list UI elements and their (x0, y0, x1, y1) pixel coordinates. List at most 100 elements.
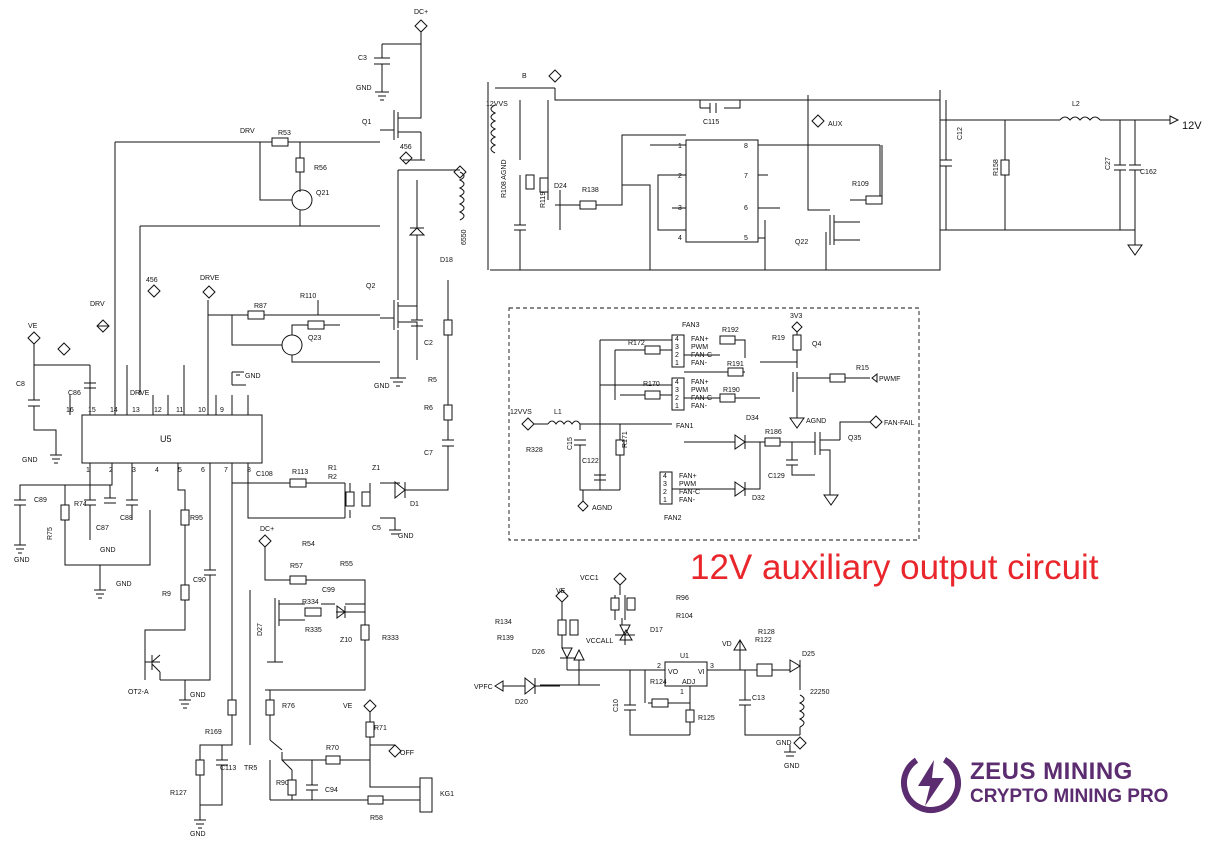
label-vccall: VCCALL (586, 638, 613, 645)
label-c113: C113 (220, 765, 236, 772)
label-fan-fail: FAN-FAIL (884, 420, 914, 427)
label-u1: U1 (680, 653, 689, 660)
label-gnd-11: GND (784, 763, 800, 770)
label-c12: C12 (957, 127, 964, 140)
resistor-r138 (579, 200, 597, 210)
resistor-r19 (792, 334, 802, 351)
ic-controller (685, 139, 759, 243)
label-c3: C3 (358, 55, 367, 62)
label-r90: R90 (276, 780, 289, 787)
label-c129: C129 (768, 473, 785, 480)
label-fan3: FAN3 (682, 322, 700, 329)
label-d26: D26 (532, 649, 545, 656)
label-gnd-4: GND (398, 533, 414, 540)
label-r191: R191 (727, 361, 744, 368)
label-pin1: 1 (680, 689, 684, 696)
label-vd: VD (722, 641, 732, 648)
u5-pin-label: 6 (201, 467, 205, 474)
fan-pin-number: 1 (675, 360, 679, 367)
resistor-r127 (195, 759, 205, 776)
label-gnd-u5: GND (245, 373, 261, 380)
label-r138: R138 (582, 187, 599, 194)
label-c162: C162 (1140, 169, 1157, 176)
label-r190: R190 (723, 387, 740, 394)
fan-pin-name: FAN- (691, 360, 708, 367)
label-gnd-1: GND (356, 85, 372, 92)
label-r53: R53 (278, 130, 291, 137)
label-r95: R95 (190, 515, 203, 522)
resistor-r119 (539, 177, 549, 193)
label-z10: Z10 (340, 637, 352, 644)
node-drve (202, 285, 216, 299)
label-gnd-10: GND (776, 740, 792, 747)
connector-kg1 (419, 777, 433, 813)
resistor-r333 (360, 624, 370, 641)
resistor-r119a (525, 174, 535, 190)
fan-pin-number: 1 (675, 403, 679, 410)
resistor-r70 (325, 755, 341, 765)
label-drv-1: DRV (240, 128, 255, 135)
u5-pin-label: 8 (247, 467, 251, 474)
section-title: 12V auxiliary output circuit (690, 548, 1099, 587)
resistor-r53 (271, 137, 289, 147)
dc-plus-2 (258, 534, 366, 691)
resistor-r171 (615, 439, 625, 456)
resistor-r2 (361, 491, 371, 507)
vpfc-port (494, 676, 560, 696)
label-r54: R54 (302, 541, 315, 548)
label-l1: L1 (554, 409, 562, 416)
ve-off (363, 699, 402, 758)
label-r56: R56 (314, 165, 327, 172)
fan-pin-number: 1 (663, 497, 667, 504)
resistor-r192 (719, 335, 736, 345)
resistor-r96 (610, 597, 620, 611)
label-q22: Q22 (795, 239, 808, 246)
label-z1: Z1 (372, 465, 380, 472)
label-c86: C86 (68, 390, 81, 397)
connector-fan1 (671, 377, 685, 411)
label-d17: D17 (650, 627, 663, 634)
fan-pin-number: 2 (675, 352, 679, 359)
label-r127: R127 (170, 790, 187, 797)
label-c87: C87 (96, 525, 109, 532)
label-adj: ADJ (682, 679, 695, 686)
fan-pin-number: 3 (675, 387, 679, 394)
resistor-r9 (180, 584, 190, 601)
label-r333: R333 (382, 635, 399, 642)
resistor-r90 (287, 779, 297, 796)
label-b: B (522, 73, 527, 80)
label-q4: Q4 (812, 341, 821, 348)
label-r170: R170 (643, 381, 660, 388)
zener-z10 (336, 605, 346, 619)
resistor-r139 (569, 619, 579, 636)
label-drv-2: DRV (90, 301, 105, 308)
label-r109: R109 (852, 181, 869, 188)
label-c13: C13 (752, 695, 765, 702)
label-r328: R328 (526, 447, 543, 454)
ic-u5 (81, 414, 263, 464)
label-ve-3: VE (556, 588, 566, 595)
label-d25: D25 (802, 651, 815, 658)
label-gnd-6: GND (116, 581, 132, 588)
label-c2: C2 (424, 340, 433, 347)
label-c88: C88 (120, 515, 133, 522)
lightning-bolt-icon (901, 753, 961, 813)
label-r55: R55 (340, 561, 353, 568)
label-r192: R192 (722, 327, 739, 334)
label-q35: Q35 (848, 435, 861, 442)
label-tr5: TR5 (244, 765, 257, 772)
u5-pin-label: 11 (176, 407, 183, 414)
resistor-r170 (644, 390, 661, 400)
label-d24: D24 (554, 183, 567, 190)
fan-fail-port (869, 415, 883, 429)
label-r334: R334 (302, 599, 319, 606)
label-d1: D1 (410, 501, 419, 508)
label-gnd-2: GND (374, 383, 390, 390)
diode-d1 (394, 480, 406, 500)
resistor-r58 (367, 795, 384, 805)
resistor-r125 (685, 709, 695, 723)
fan-pin-number: 4 (675, 336, 679, 343)
label-r186: R186 (765, 429, 782, 436)
